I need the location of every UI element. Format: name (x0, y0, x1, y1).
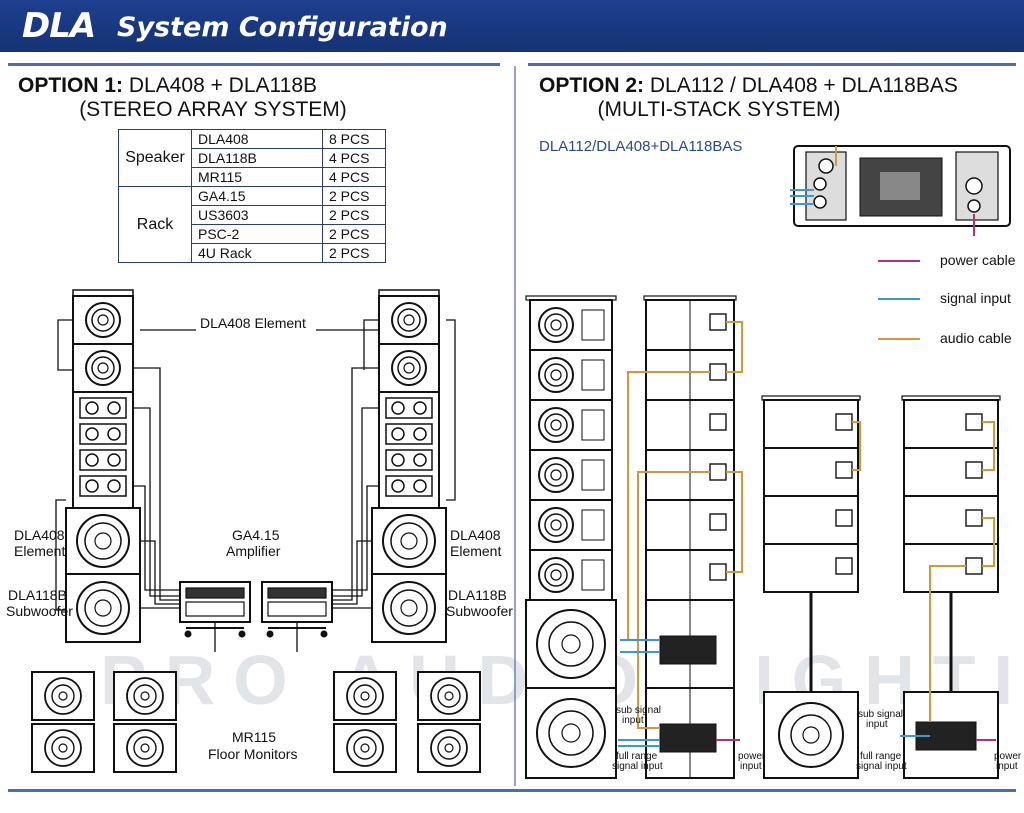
table-row: PSC-2 2 PCS (119, 224, 386, 244)
label-power-4: input (996, 761, 1018, 772)
label-full-range-1: full range (616, 751, 658, 762)
table-cell: DLA408 (191, 129, 323, 149)
label-monitor-2: Floor Monitors (208, 746, 298, 762)
stack-3 (901, 395, 1001, 779)
label-amp-1: GA4.15 (232, 527, 280, 543)
left-array (65, 289, 141, 643)
label-element-left-1: DLA408 (14, 527, 65, 543)
label-power-3: power (994, 751, 1022, 762)
label-sub-signal-1: sub signal (616, 705, 662, 716)
label-element-top: DLA408 Element (200, 315, 306, 331)
amp-rack-left (179, 581, 251, 638)
label-element-right-2: Element (450, 543, 502, 559)
option2-model-label: DLA112/DLA408+DLA118BAS (539, 138, 743, 155)
brand-logo: DLA (22, 6, 96, 46)
amp-rack-right (261, 581, 333, 638)
header-bar: DLA System Configuration (0, 0, 1024, 52)
left-rule (8, 63, 500, 66)
dla112-back-column (643, 295, 737, 779)
option2-title: OPTION 2: DLA112 / DLA408 + DLA118BAS (M… (539, 74, 979, 122)
option1-name: DLA408 + DLA118B (128, 74, 318, 97)
speaker-group-label: Speaker (118, 129, 192, 187)
label-element-left-2: Element (14, 543, 66, 559)
label-power-1: power (738, 751, 766, 762)
dla112-column (525, 295, 617, 779)
option1-wiring (55, 319, 456, 652)
table-row: 4U Rack 2 PCS (119, 243, 386, 263)
option1-title: OPTION 1: DLA408 + DLA118B (STEREO ARRAY… (18, 74, 418, 122)
table-cell: 4U Rack (191, 243, 323, 263)
legend-signal-input: signal input (940, 290, 1011, 306)
table-cell: 4 PCS (322, 167, 386, 187)
table-row: Speaker DLA408 8 PCS (118, 129, 386, 187)
legend-audio-cable: audio cable (940, 330, 1012, 346)
right-array (371, 289, 447, 643)
table-cell: 2 PCS (322, 224, 386, 244)
option2-prefix: OPTION 2: (539, 74, 645, 97)
label-power-2: input (740, 761, 762, 772)
label-full-range-4: signal input (856, 761, 907, 772)
rack-group-label: Rack (118, 186, 192, 263)
label-sub-signal-3: sub signal (858, 709, 904, 720)
page-title: System Configuration (117, 12, 448, 43)
label-sub-signal-2: input (622, 715, 644, 726)
option2-name: DLA112 / DLA408 + DLA118BAS (649, 74, 958, 97)
label-sub-left-2: Subwoofer (6, 603, 73, 619)
label-monitor-1: MR115 (232, 729, 277, 745)
label-full-range-2: signal input (612, 761, 663, 772)
label-full-range-3: full range (860, 751, 902, 762)
label-sub-signal-4: input (866, 719, 888, 730)
label-element-right-1: DLA408 (450, 527, 501, 543)
table-cell: 2 PCS (322, 205, 386, 225)
bottom-rule (8, 789, 1016, 792)
label-amp-2: Amplifier (226, 543, 281, 559)
table-row: US3603 2 PCS (119, 205, 386, 225)
divider (514, 66, 516, 786)
amp-module-panel (790, 145, 1011, 236)
option2-wiring (618, 321, 996, 747)
option2-subtitle: (MULTI-STACK SYSTEM) (597, 98, 841, 121)
label-sub-right-2: Subwoofer (446, 603, 513, 619)
option1-prefix: OPTION 1: (18, 74, 124, 97)
label-sub-right-1: DLA118B (448, 587, 507, 603)
bom-table: Speaker DLA408 8 PCS DLA118B 4 PCS MR115… (118, 129, 386, 263)
option1-subtitle: (STEREO ARRAY SYSTEM) (79, 98, 347, 121)
table-cell: 2 PCS (322, 243, 386, 263)
table-cell: US3603 (191, 205, 323, 225)
right-rule (528, 63, 1016, 66)
table-row: Rack GA4.15 2 PCS (118, 186, 386, 263)
label-sub-left-1: DLA118B (8, 587, 67, 603)
table-cell: GA4.15 (191, 186, 323, 206)
legend-power-cable: power cable (940, 252, 1016, 268)
stack-2 (761, 395, 861, 779)
table-cell: 2 PCS (322, 186, 386, 206)
